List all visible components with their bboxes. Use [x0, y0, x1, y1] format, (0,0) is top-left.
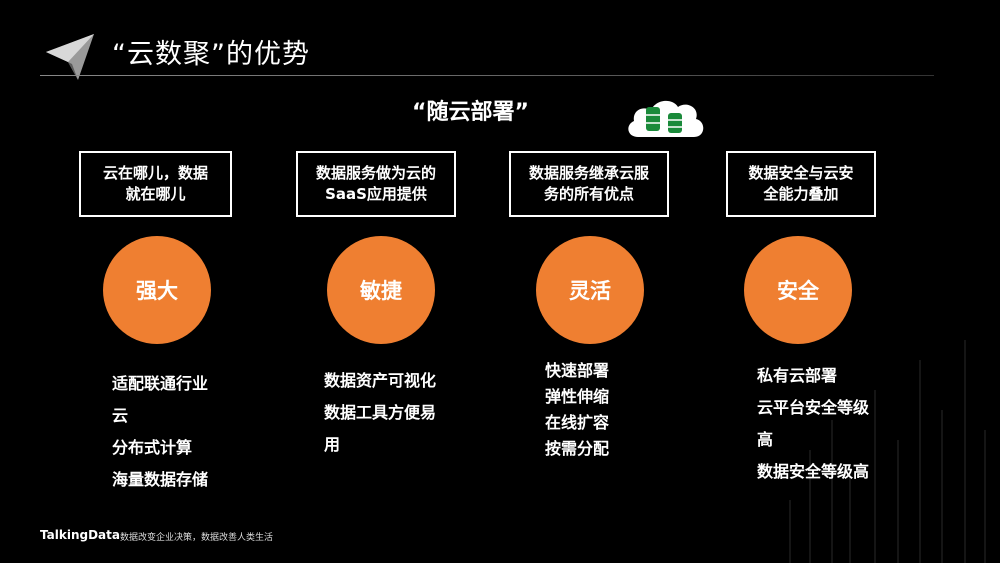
- title-divider: [40, 75, 934, 76]
- list-item: 分布式计算: [112, 438, 193, 457]
- list-item: 弹性伸缩: [545, 387, 610, 406]
- list-item: 快速部署: [545, 361, 610, 380]
- feature-circle-4: 安全: [744, 236, 852, 344]
- list-item: 私有云部署: [757, 366, 838, 385]
- feature-list-2: 数据资产可视化 数据工具方便易 用: [324, 365, 436, 461]
- feature-list-1: 适配联通行业 云 分布式计算 海量数据存储: [112, 368, 208, 496]
- list-item: 数据工具方便易: [324, 403, 437, 422]
- page-title: “云数聚”的优势: [112, 39, 310, 70]
- list-item: 云: [112, 406, 129, 425]
- feature-box-2: 数据服务做为云的 SaaS应用提供: [296, 151, 456, 217]
- feature-box-4: 数据安全与云安 全能力叠加: [726, 151, 876, 217]
- list-item: 海量数据存储: [112, 470, 209, 489]
- feature-list-3: 快速部署 弹性伸缩 在线扩容 按需分配: [545, 358, 609, 462]
- list-item: 云平台安全等级: [757, 398, 870, 417]
- footer-brand: TalkingData: [40, 528, 120, 542]
- footer-tagline: 数据改变企业决策，数据改善人类生活: [120, 533, 274, 543]
- feature-circle-1: 强大: [103, 236, 211, 344]
- list-item: 数据资产可视化: [324, 371, 437, 390]
- section-subtitle: “随云部署”: [412, 100, 529, 125]
- feature-circle-2: 敏捷: [327, 236, 435, 344]
- list-item: 按需分配: [545, 439, 610, 458]
- feature-circle-3: 灵活: [536, 236, 644, 344]
- list-item: 在线扩容: [545, 413, 610, 432]
- feature-box-1: 云在哪儿，数据 就在哪儿: [79, 151, 232, 217]
- decorative-lines: [789, 340, 986, 563]
- cloud-database-icon: [628, 100, 704, 137]
- feature-box-3: 数据服务继承云服 务的所有优点: [509, 151, 669, 217]
- feature-list-4: 私有云部署 云平台安全等级 高 数据安全等级高: [757, 360, 869, 488]
- list-item: 适配联通行业: [112, 374, 209, 393]
- list-item: 用: [324, 435, 341, 454]
- list-item: 高: [757, 430, 774, 449]
- list-item: 数据安全等级高: [757, 462, 870, 481]
